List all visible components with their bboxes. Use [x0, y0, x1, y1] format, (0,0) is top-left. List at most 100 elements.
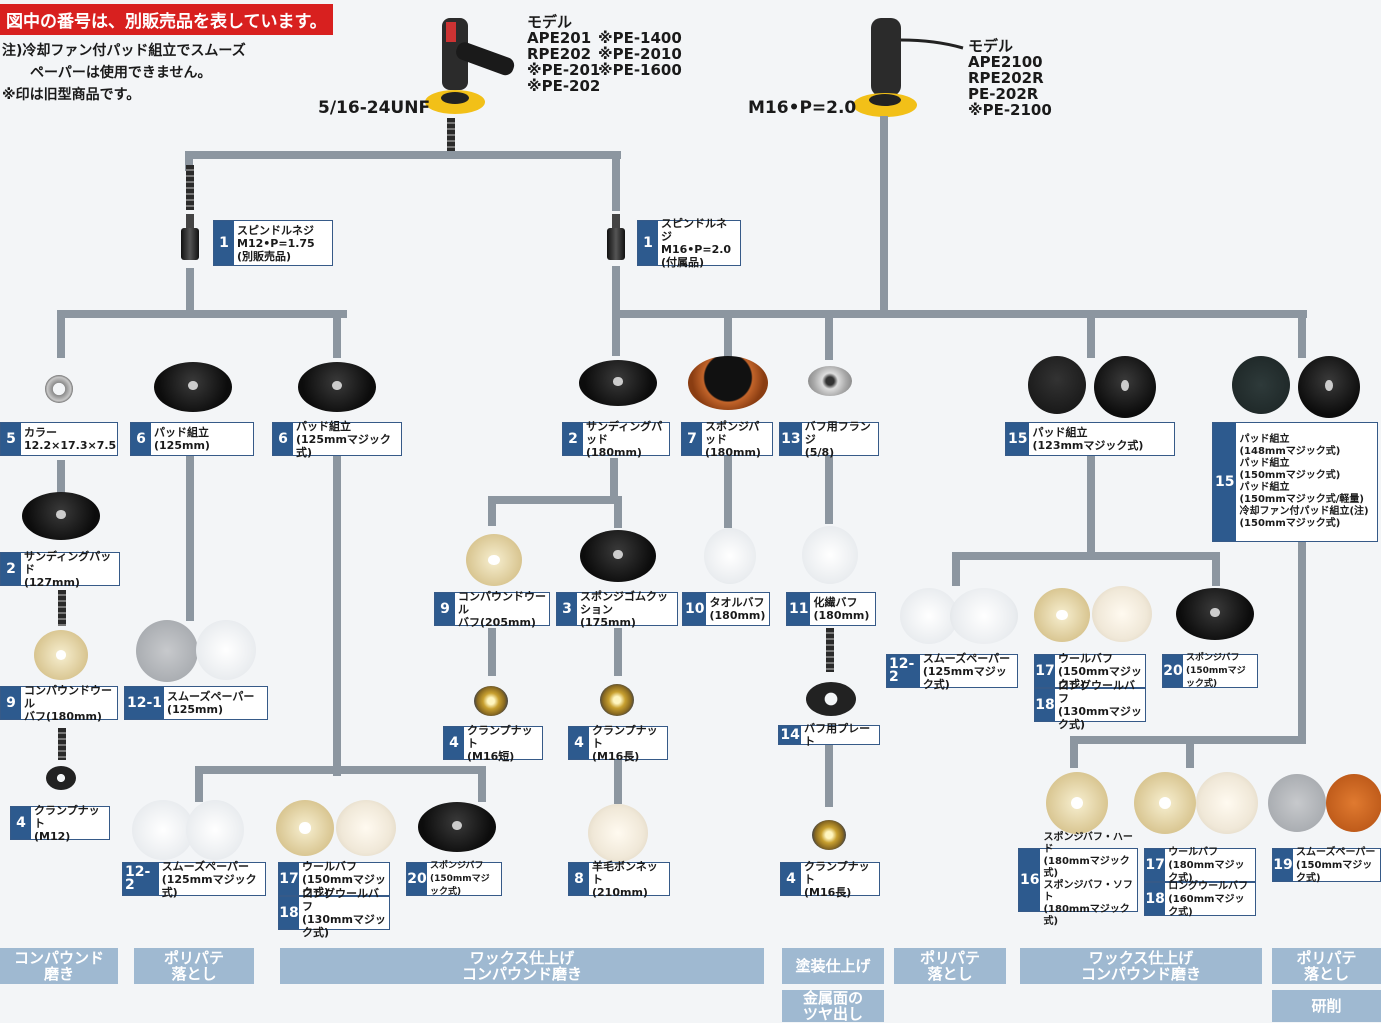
smooth-paper-125m-right-image [900, 588, 958, 644]
connector [612, 310, 1307, 318]
connector [1087, 456, 1095, 556]
connector [488, 628, 496, 676]
connector [488, 496, 496, 526]
connector [186, 268, 194, 313]
model-right: モデル APE2100 RPE202R PE-202R ※PE-2100 [968, 37, 1052, 119]
spindle-screw-m12-image [181, 214, 199, 260]
connector [333, 456, 341, 776]
usage-band-metal: 金属面の ツヤ出し [782, 990, 884, 1022]
shaft [826, 628, 834, 672]
model-left-col1: モデル APE201 RPE202 ※PE-201 ※PE-202 [527, 13, 601, 95]
connector [1087, 310, 1095, 358]
model-left-col2: ※PE-1400 ※PE-2010 ※PE-1600 [598, 29, 682, 79]
connector [57, 460, 65, 496]
connector [1212, 552, 1220, 586]
pad-148-back-image [1298, 356, 1360, 418]
pad-125-image [154, 362, 232, 412]
shaft-a [186, 165, 194, 210]
notice-banner: 図中の番号は、別販売品を表しています。 [0, 4, 333, 35]
long-wool-130-right-image [1092, 586, 1152, 642]
towel-buff-image [704, 528, 756, 584]
sponge-pad-180-image [688, 356, 768, 410]
connector [185, 151, 193, 171]
wool-buff-150-left-image [276, 800, 334, 856]
compound-wool-205-image [466, 534, 522, 586]
chemical-buff-image [802, 526, 858, 584]
smooth-paper-125m-right-image-2 [950, 588, 1018, 644]
connector [952, 552, 960, 586]
smooth-paper-125-image [136, 620, 198, 682]
usage-band-polyputty-2: ポリパテ 落とし [894, 948, 1006, 984]
wool-buff-150-right-image [1034, 588, 1090, 642]
wool-buff-180-image [1134, 772, 1196, 834]
connector [825, 456, 833, 524]
sponge-buff-150-left-image [418, 802, 496, 852]
connector [614, 628, 622, 676]
smooth-paper-150m-image [1268, 774, 1326, 832]
compound-wool-180-image [34, 630, 88, 680]
connector [186, 456, 194, 621]
thread-right: M16•P=2.0 [748, 98, 857, 118]
pad-148-image [1232, 356, 1290, 414]
pad-125-magic-image [298, 362, 376, 412]
shaft-left [447, 118, 455, 154]
usage-band-compound: コンパウンド 磨き [0, 948, 118, 984]
usage-note: 注)冷却ファン付パッド組立でスムーズ ペーパーは使用できません。 ※印は旧型商品… [2, 43, 246, 103]
connector [185, 151, 621, 159]
usage-band-grinding: 研削 [1272, 990, 1381, 1022]
clamp-nut-m12-image [46, 766, 76, 790]
smooth-paper-150m-back-image [1326, 774, 1381, 832]
sponge-rubber-cushion-image [580, 530, 656, 582]
connector [488, 496, 618, 504]
pad-123-back-image [1094, 356, 1156, 418]
polisher-right-image [853, 18, 964, 117]
smooth-paper-125m-left-image [132, 800, 194, 860]
connector [1298, 542, 1306, 742]
connector [57, 310, 347, 318]
connector [195, 766, 203, 802]
sanding-pad-180-image [579, 360, 657, 406]
smooth-paper-125-back-image [196, 620, 256, 680]
connector [614, 496, 622, 528]
usage-band-wax-2: ワックス仕上げ コンパウンド磨き [1020, 948, 1262, 984]
connector [478, 766, 486, 802]
connector [825, 745, 833, 807]
spindle-screw-m16-image [607, 214, 625, 260]
connector [614, 760, 622, 804]
connector [952, 552, 1220, 560]
clamp-nut-short-image [474, 686, 508, 716]
connector [724, 310, 732, 358]
thread-left: 5/16-24UNF [318, 98, 431, 118]
sanding-pad-127-image [22, 492, 100, 540]
clamp-nut-long-a-image [600, 684, 634, 716]
buff-flange-image [808, 366, 852, 396]
usage-band-paint-finish: 塗装仕上げ [782, 948, 884, 984]
shaft [58, 590, 66, 626]
connector [612, 151, 620, 211]
pad-123-image [1028, 356, 1086, 414]
